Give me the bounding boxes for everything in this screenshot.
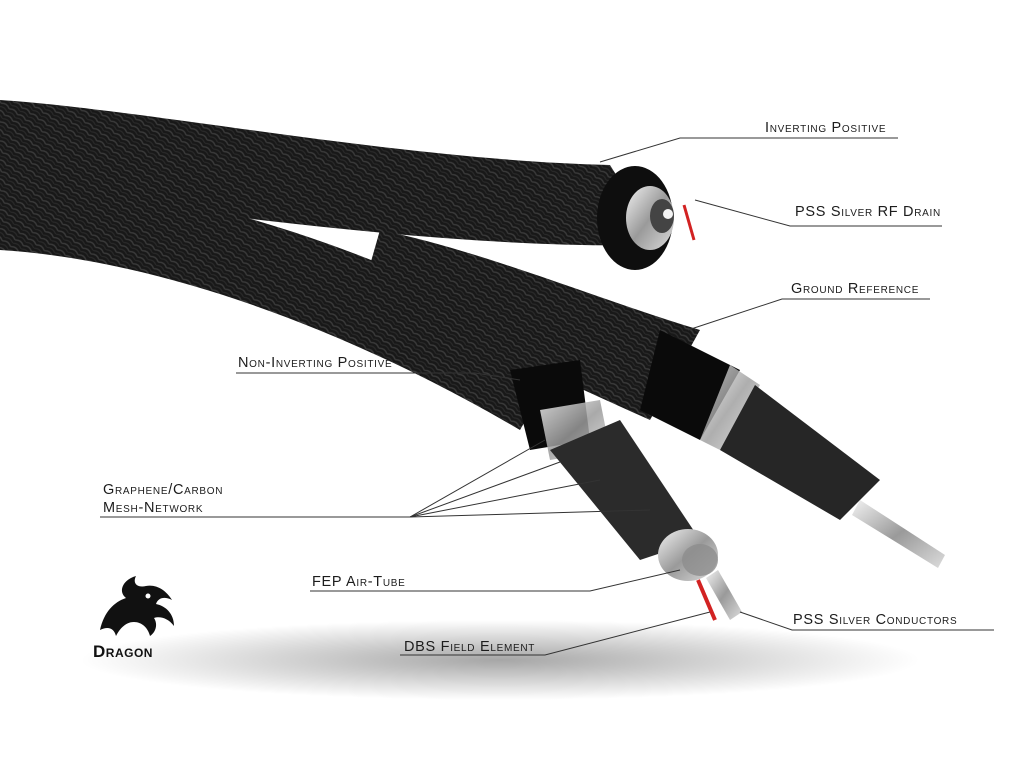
brand-name: Dragon	[93, 642, 153, 661]
callout-graphene-line1: Graphene/Carbon	[103, 482, 224, 498]
lower-cable-jacket	[0, 170, 560, 430]
left-cable-field-element	[696, 579, 717, 621]
right-cable-inner-mesh	[720, 385, 880, 520]
callout-ground-reference: Ground Reference	[791, 281, 920, 297]
upper-cable-conductor	[663, 209, 673, 219]
left-cable-air-tube	[682, 544, 718, 576]
callout-non-inverting-positive: Non-Inverting Positive	[238, 355, 393, 371]
upper-cable-jacket	[0, 100, 660, 246]
floor-shadow	[80, 620, 920, 700]
right-cable-jacket	[360, 230, 700, 420]
callout-pss-silver-conductors: PSS Silver Conductors	[793, 612, 958, 628]
right-cable-foil	[700, 365, 760, 450]
upper-cable-core	[650, 199, 674, 233]
callout-inverting-positive: Inverting Positive	[765, 120, 887, 136]
callout-leaders	[100, 137, 994, 656]
callout-fep-air-tube: FEP Air-Tube	[312, 574, 406, 590]
callout-dbs-field-element: DBS Field Element	[404, 639, 536, 655]
callout-pss-silver-rf-drain: PSS Silver RF Drain	[795, 204, 941, 220]
upper-cable-rf-drain-wire	[682, 204, 696, 241]
left-cable-mesh	[550, 420, 700, 560]
dragon-logo-icon	[100, 576, 174, 636]
right-cable-conductor	[852, 500, 945, 568]
left-cable-conductor	[706, 570, 742, 620]
callout-graphene-line2: Mesh-Network	[103, 500, 204, 516]
callout-graphene-carbon-mesh: Graphene/Carbon Mesh-Network	[103, 481, 223, 517]
